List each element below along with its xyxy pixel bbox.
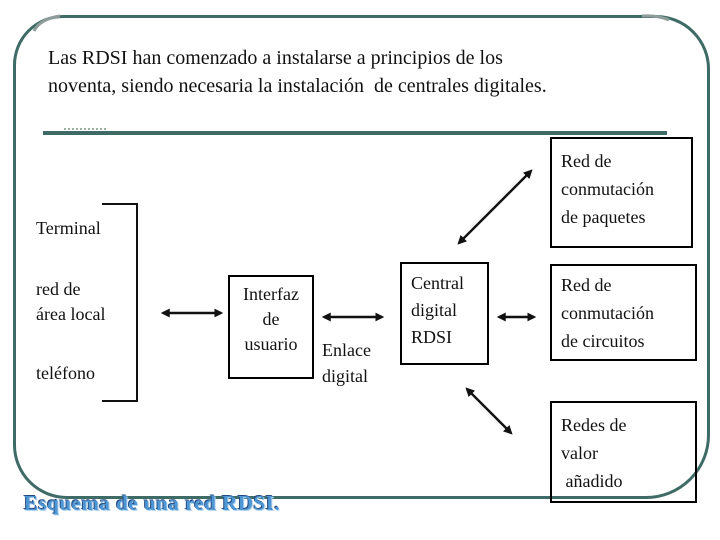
node-red-conmutacion-circuitos: Red de conmutación de circuitos: [550, 264, 697, 361]
micro-dotted-text: [64, 124, 106, 130]
node-redes-valor-anadido: Redes de valor añadido: [550, 401, 697, 503]
title-divider-line: [43, 131, 667, 135]
node-red-conmutacion-paquetes: Red de conmutación de paquetes: [550, 137, 693, 248]
terminal-label: Terminal: [36, 218, 101, 238]
node-central-digital-rdsi: Central digital RDSI: [400, 262, 489, 365]
terminal-group-bracket: [102, 203, 138, 402]
lan-label: red de área local: [36, 279, 106, 324]
slide-caption: Esquema de una red RDSI.: [24, 491, 281, 515]
slide-rounded-border: [13, 15, 710, 499]
phone-label: teléfono: [36, 363, 95, 383]
enlace-digital-label: Enlace digital: [322, 340, 371, 386]
node-interfaz-de-usuario: Interfaz de usuario: [228, 275, 314, 379]
slide-title: Las RDSI han comenzado a instalarse a pr…: [48, 47, 547, 97]
